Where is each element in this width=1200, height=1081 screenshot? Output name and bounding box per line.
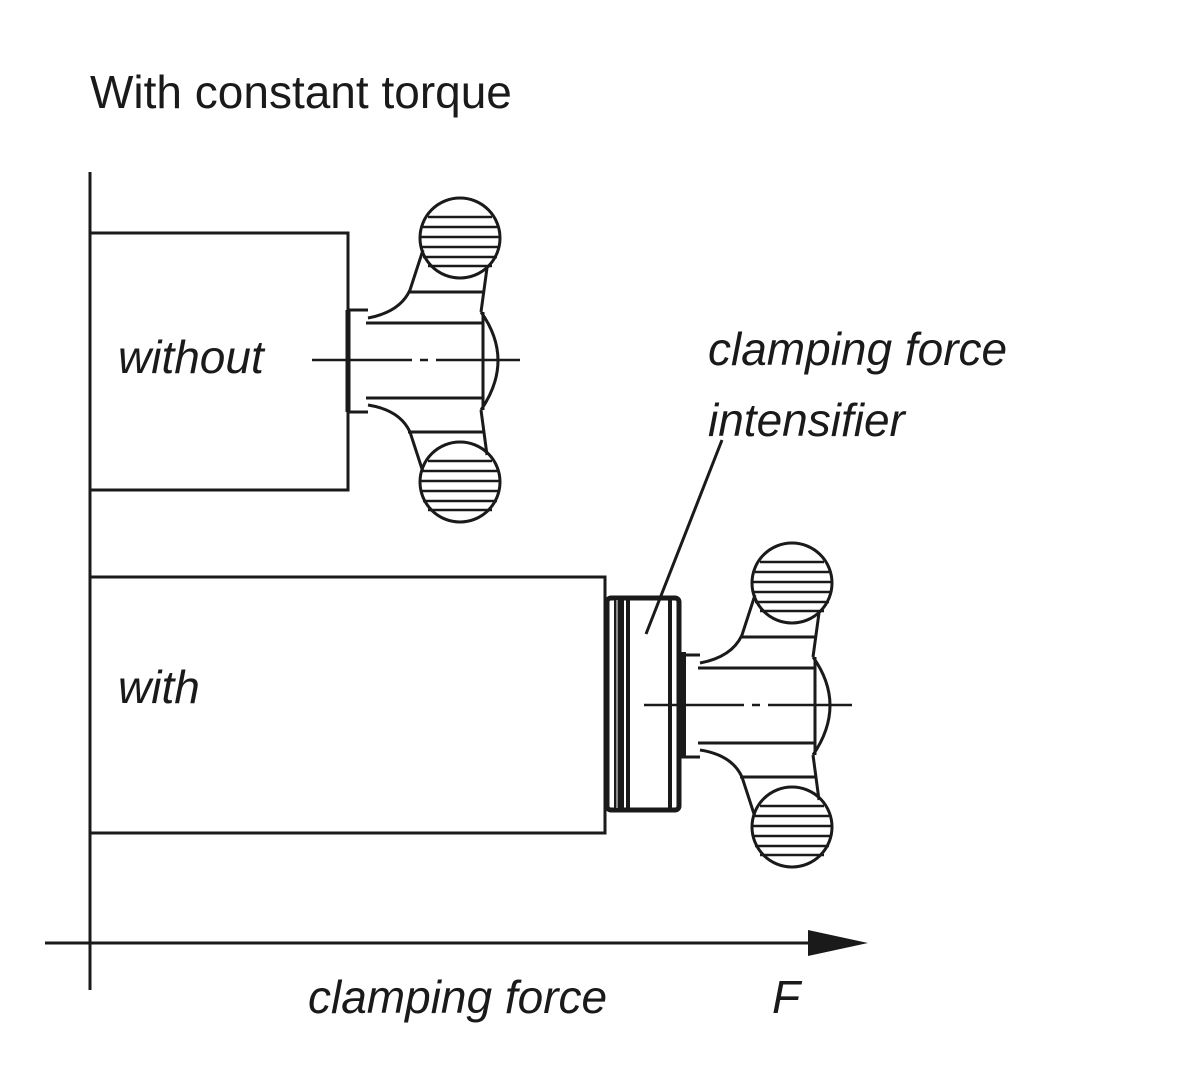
diagram-title: With constant torque (90, 66, 512, 118)
leader-line (644, 439, 724, 635)
label-with: with (118, 661, 200, 713)
label-intensifier-line2: intensifier (708, 394, 907, 446)
x-axis-arrow-icon (808, 930, 868, 956)
wing-nut-with (644, 543, 852, 867)
x-axis-symbol: F (772, 971, 803, 1023)
label-intensifier-line1: clamping force (708, 323, 1007, 375)
label-without: without (118, 331, 266, 383)
x-axis-label: clamping force (308, 971, 607, 1023)
wing-nut-without (312, 198, 520, 522)
